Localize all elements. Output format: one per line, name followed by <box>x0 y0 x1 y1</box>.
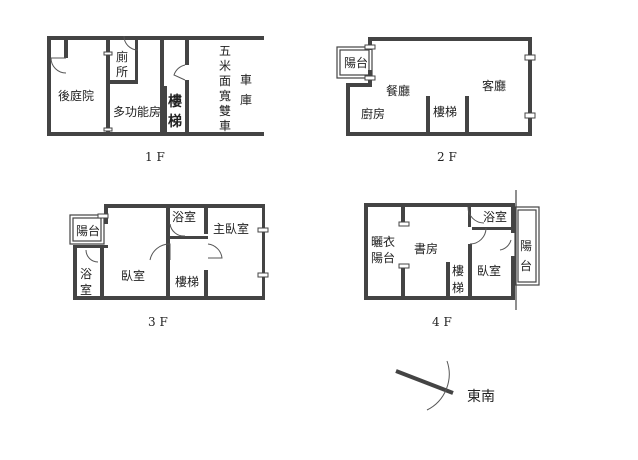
compass-needle <box>395 369 454 395</box>
room-bath-4f: 浴室 <box>483 209 507 224</box>
room-bedroom-4f: 臥室 <box>477 263 501 278</box>
floor-1-plan: 後庭院 廁 所 多功能房 樓 梯 五 米 面 寬 雙 車 車 庫 1 F <box>47 35 264 164</box>
frontage-char-5: 雙 <box>219 104 231 118</box>
room-stairs-2f: 樓梯 <box>433 104 457 119</box>
floor-3-plan: 陽台 浴室 主臥室 浴 室 臥室 樓梯 3 F <box>69 204 269 329</box>
room-bedroom-3f: 臥室 <box>121 268 145 283</box>
frontage-char-1: 五 <box>219 44 231 58</box>
frontage-char-6: 車 <box>219 119 231 133</box>
room-living: 客廳 <box>482 78 506 93</box>
compass-arc <box>426 360 450 411</box>
room-stairs-3f: 樓梯 <box>175 274 199 289</box>
room-multipurpose: 多功能房 <box>113 104 161 119</box>
compass-direction-label: 東南 <box>467 389 495 405</box>
floor-1-label: 1 F <box>145 150 165 164</box>
frontage-char-3: 面 <box>219 74 231 88</box>
room-kitchen: 廚房 <box>361 106 385 121</box>
room-stairs-4f-1: 樓 <box>452 263 464 278</box>
room-balcony-3f: 陽台 <box>76 223 100 238</box>
room-wc-2: 所 <box>116 65 128 79</box>
room-balcony-2f: 陽台 <box>344 55 368 70</box>
room-master-bedroom: 主臥室 <box>213 221 249 236</box>
room-dining: 餐廳 <box>386 83 410 98</box>
floor-2-plan: 陽台 餐廳 客廳 廚房 樓梯 2 F <box>336 37 536 164</box>
room-drying-balcony-1: 曬衣 <box>371 234 395 249</box>
compass-indicator: 東南 <box>395 360 495 411</box>
room-backyard: 後庭院 <box>58 88 94 103</box>
room-balcony-4f-1: 陽 <box>520 239 532 253</box>
frontage-char-4: 寬 <box>219 88 231 103</box>
room-garage-1: 車 <box>240 73 252 87</box>
room-study: 書房 <box>414 241 438 256</box>
frontage-char-2: 米 <box>219 59 231 73</box>
floor-3-label: 3 F <box>148 315 168 329</box>
room-stairs-2: 梯 <box>168 113 182 130</box>
room-bath-left-2: 室 <box>80 282 92 297</box>
room-garage-2: 庫 <box>240 93 252 107</box>
floor-4-label: 4 F <box>432 315 452 329</box>
floor-4-plan: 曬衣 陽台 書房 浴室 樓 梯 臥室 陽 台 4 F <box>364 190 540 329</box>
room-bath-small-3f: 浴室 <box>172 209 196 224</box>
room-bath-left-1: 浴 <box>80 267 92 281</box>
room-wc-1: 廁 <box>116 49 128 64</box>
room-balcony-4f-2: 台 <box>520 258 532 273</box>
room-stairs-4f-2: 梯 <box>452 281 464 295</box>
floor-2-label: 2 F <box>437 150 457 164</box>
room-drying-balcony-2: 陽台 <box>371 250 395 265</box>
room-stairs-1: 樓 <box>168 93 182 110</box>
